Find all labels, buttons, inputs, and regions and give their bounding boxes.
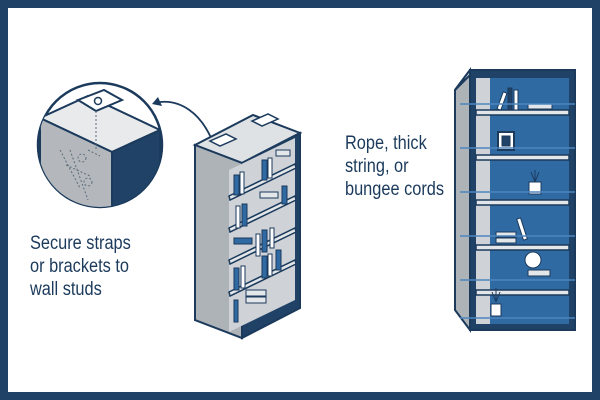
- caption-secure-straps: Secure straps or brackets to wall studs: [30, 233, 131, 300]
- caption-rope-cords: Rope, thick string, or bungee cords: [345, 133, 445, 200]
- curved-arrow-icon: [159, 100, 213, 141]
- bookcase-corded: [454, 67, 576, 333]
- bookcase-secured: [192, 113, 303, 340]
- bracket-detail-inset: [36, 81, 164, 209]
